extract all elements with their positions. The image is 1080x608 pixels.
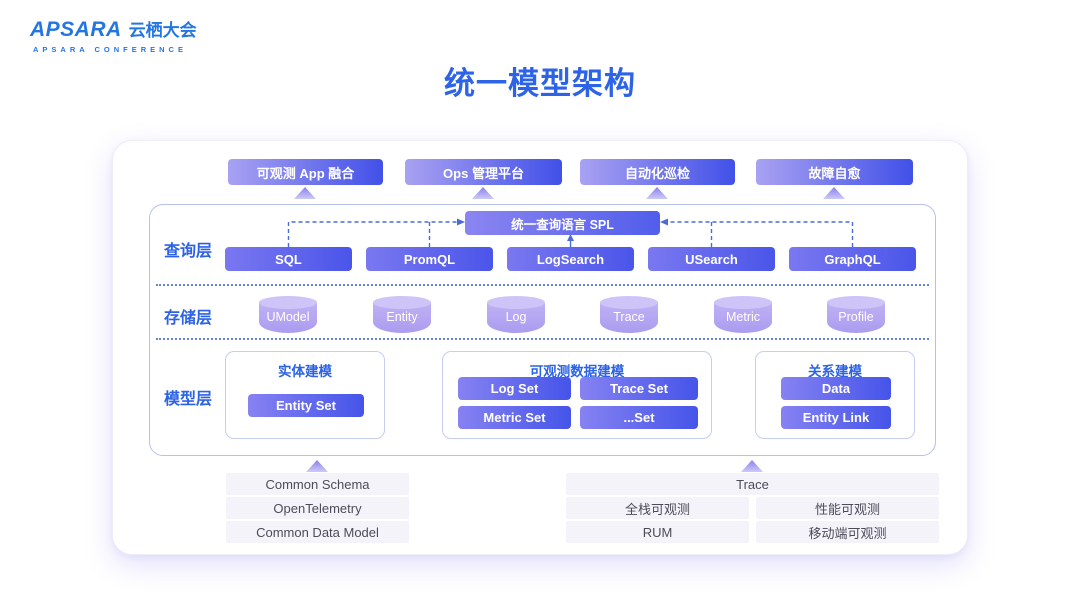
logo-cn-text: 云栖大会 <box>128 21 197 40</box>
arrow-up-icon <box>741 460 763 472</box>
arrow-up-icon <box>294 187 316 199</box>
model-item-entity-set: Entity Set <box>248 394 364 417</box>
model-card-observable-data: 可观测数据建模 Log Set Trace Set Metric Set ...… <box>442 351 712 439</box>
spl-bar: 统一查询语言 SPL <box>465 211 660 235</box>
arrow-up-icon <box>646 187 668 199</box>
arrow-up-icon <box>472 187 494 199</box>
page-title: 统一模型架构 <box>444 66 636 101</box>
model-item-log-set: Log Set <box>458 377 571 400</box>
storage-layer-label: 存储层 <box>164 310 213 327</box>
app-button-ops-platform: Ops 管理平台 <box>405 159 562 185</box>
model-card-entity: 实体建模 Entity Set <box>225 351 385 439</box>
app-button-self-healing: 故障自愈 <box>756 159 913 185</box>
app-button-observability-fusion: 可观测 App 融合 <box>228 159 383 185</box>
query-engine-promql: PromQL <box>366 247 493 271</box>
layers-panel: 查询层 统一查询语言 SPL SQL PromQL LogSearch USea… <box>149 204 936 456</box>
layer-divider <box>156 338 929 340</box>
query-engine-logsearch: LogSearch <box>507 247 634 271</box>
storage-cylinder-entity: Entity <box>373 296 431 333</box>
model-item-etc-set: ...Set <box>580 406 698 429</box>
foundation-performance-observability: 性能可观测 <box>756 497 939 519</box>
storage-cylinder-umodel: UModel <box>259 296 317 333</box>
foundation-common-data-model: Common Data Model <box>226 521 409 543</box>
model-item-trace-set: Trace Set <box>580 377 698 400</box>
storage-cylinder-log: Log <box>487 296 545 333</box>
model-item-metric-set: Metric Set <box>458 406 571 429</box>
query-engine-usearch: USearch <box>648 247 775 271</box>
storage-cylinder-profile: Profile <box>827 296 885 333</box>
apsara-logo: APSARA 云栖大会 APSARA CONFERENCE <box>30 16 197 54</box>
query-layer-label: 查询层 <box>164 243 213 260</box>
model-item-entity-link: Entity Link <box>781 406 891 429</box>
query-engine-graphql: GraphQL <box>789 247 916 271</box>
arrow-up-icon <box>823 187 845 199</box>
storage-cylinder-trace: Trace <box>600 296 658 333</box>
foundation-fullstack-observability: 全栈可观测 <box>566 497 749 519</box>
foundation-common-schema: Common Schema <box>226 473 409 495</box>
model-layer-label: 模型层 <box>164 391 213 408</box>
model-item-data: Data <box>781 377 891 400</box>
storage-cylinder-metric: Metric <box>714 296 772 333</box>
app-button-auto-inspection: 自动化巡检 <box>580 159 735 185</box>
arrow-up-icon <box>306 460 328 472</box>
foundation-rum: RUM <box>566 521 749 543</box>
architecture-card: 可观测 App 融合 Ops 管理平台 自动化巡检 故障自愈 <box>112 140 968 555</box>
model-card-relation: 关系建模 Data Entity Link <box>755 351 915 439</box>
logo-brand-text: APSARA <box>30 18 122 41</box>
query-engine-sql: SQL <box>225 247 352 271</box>
foundation-trace: Trace <box>566 473 939 495</box>
foundation-mobile-observability: 移动端可观测 <box>756 521 939 543</box>
layer-divider <box>156 284 929 286</box>
foundation-opentelemetry: OpenTelemetry <box>226 497 409 519</box>
logo-subtitle: APSARA CONFERENCE <box>33 45 187 54</box>
